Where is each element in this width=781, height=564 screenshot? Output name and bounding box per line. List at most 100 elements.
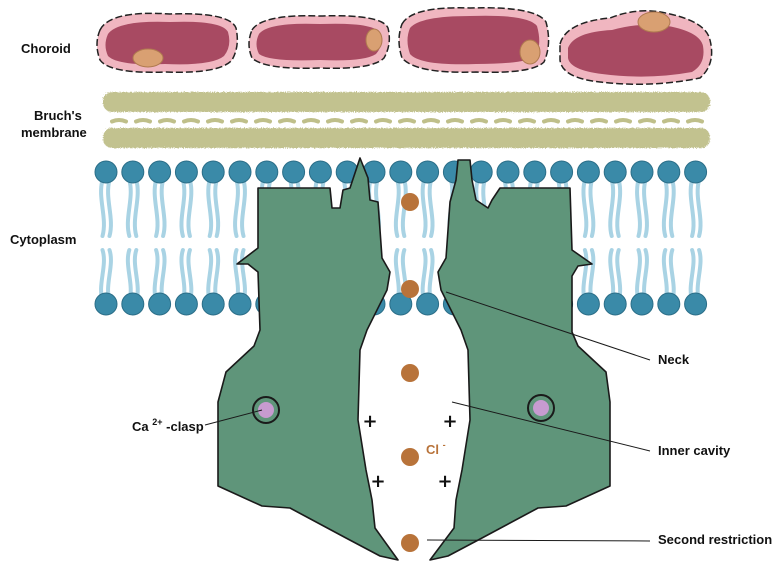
choroid-cell (249, 16, 389, 69)
bruchs-fiber (112, 120, 126, 122)
lipid-tail (617, 180, 620, 236)
bruchs-fiber (232, 120, 246, 122)
lipid-tail (637, 250, 640, 300)
bruchs-fiber (568, 120, 582, 122)
chloride-ion (401, 280, 419, 298)
chloride-ions (401, 193, 419, 552)
calcium-clasp-right (528, 395, 554, 421)
bruchs-fiber (424, 120, 438, 122)
bruchs-fiber (136, 120, 150, 122)
lipid-tail (155, 250, 158, 300)
calcium-charge: 2+ (152, 417, 162, 427)
bruchs-fiber (448, 120, 462, 122)
lipid-tail (430, 250, 433, 300)
plus-sign: + (370, 471, 385, 492)
lipid-head (577, 293, 599, 315)
bruchs-fiber (160, 120, 174, 122)
choroid-cell (399, 8, 549, 73)
plus-sign: + (437, 471, 452, 492)
lipid-tail (664, 250, 667, 300)
bruchs-fiber (328, 120, 342, 122)
lipid-tail (691, 180, 694, 236)
label-choroid: Choroid (21, 41, 71, 56)
lipid-head (658, 161, 680, 183)
lipid-head (685, 293, 707, 315)
lipid-tail (583, 180, 586, 236)
bruchs-fiber (688, 120, 702, 122)
channel-right-half (430, 160, 610, 560)
lipid-tail (155, 180, 158, 236)
lipid-tail (610, 250, 613, 300)
lipid-tail (430, 180, 433, 236)
lipid-head (122, 161, 144, 183)
lipid-tail (135, 250, 138, 300)
bruchs-fiber (376, 120, 390, 122)
lipid-head (631, 161, 653, 183)
lipid-head (658, 293, 680, 315)
label-cytoplasm: Cytoplasm (10, 232, 76, 247)
lipid-tail (698, 250, 701, 300)
lipid-head (229, 293, 251, 315)
choroid-layer (97, 8, 712, 84)
lipid-tail (215, 250, 218, 300)
bruchs-fiber (664, 120, 678, 122)
bruchs-fiber (616, 120, 630, 122)
calcium-symbol: Ca (132, 419, 149, 434)
bruchs-membrane (103, 92, 710, 148)
lipid-tail (396, 250, 399, 300)
choroid-cell (560, 11, 712, 84)
lipid-head (470, 161, 492, 183)
lipid-tail (188, 180, 191, 236)
lipid-head (685, 161, 707, 183)
calcium-clasp-suffix: -clasp (166, 419, 204, 434)
chloride-symbol: Cl (426, 442, 439, 457)
lipid-head (417, 161, 439, 183)
lipid-tail (101, 180, 104, 236)
lipid-tail (181, 250, 184, 300)
lipid-head (149, 293, 171, 315)
lipid-tail (617, 250, 620, 300)
lipid-head (390, 161, 412, 183)
label-bruchs-line1: Bruch's (34, 108, 82, 123)
lipid-tail (135, 180, 138, 236)
lipid-tail (235, 250, 238, 300)
plus-sign: + (362, 411, 377, 432)
lipid-tail (644, 250, 647, 300)
labels: Choroid Bruch's membrane Cytoplasm Neck … (10, 41, 772, 547)
bruchs-fiber (640, 120, 654, 122)
lipid-tail (691, 250, 694, 300)
lipid-tail (423, 250, 426, 300)
lipid-tail (671, 180, 674, 236)
lipid-tail (242, 180, 245, 236)
lipid-tail (698, 180, 701, 236)
lipid-head (122, 293, 144, 315)
lipid-tail (590, 250, 593, 300)
lipid-tail (671, 250, 674, 300)
label-neck: Neck (658, 352, 690, 367)
lipid-tail (215, 180, 218, 236)
bruchs-fiber (520, 120, 534, 122)
bruchs-fiber (208, 120, 222, 122)
lipid-tail (590, 180, 593, 236)
lipid-tail (108, 180, 111, 236)
chloride-ion (401, 534, 419, 552)
lipid-tail (162, 180, 165, 236)
lipid-tail (208, 180, 211, 236)
lipid-head (551, 161, 573, 183)
chloride-ion (401, 193, 419, 211)
lipid-head (604, 161, 626, 183)
channel-left-half (218, 158, 398, 560)
lipid-head (95, 161, 117, 183)
lipid-tail (128, 180, 131, 236)
lipid-tail (101, 250, 104, 300)
label-chloride: Cl - (426, 440, 446, 457)
bruchs-fiber (472, 120, 486, 122)
lipid-tail (108, 250, 111, 300)
lipid-head (309, 161, 331, 183)
lipid-head (175, 293, 197, 315)
chloride-charge: - (443, 440, 446, 450)
lipid-head (631, 293, 653, 315)
lipid-tail (208, 250, 211, 300)
lipid-head (229, 161, 251, 183)
